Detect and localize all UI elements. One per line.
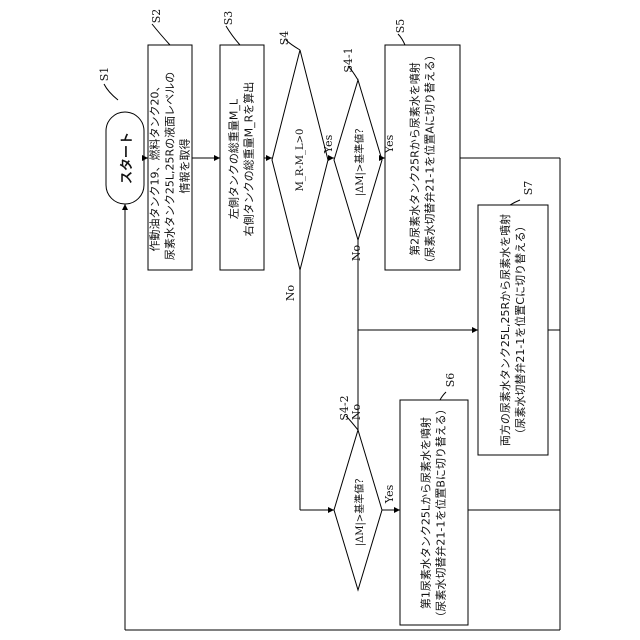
s4-1-condition: |ΔM|>基準値？ [350,120,366,200]
s4-1-no-label: No [349,238,363,268]
s3-line-1: 左側タンクの総重量M_L [227,99,242,219]
s6-line-2: （尿素水切替弁21-1を位置Bに切り替える） [434,403,449,622]
s4-2-no-label: No [349,397,363,427]
s4-condition: M_R-M_L>0 [292,120,308,200]
step-label-s3: S3 [220,0,236,38]
step-label-s4-1: S4-1 [340,40,356,80]
s2-line-1: 作動油タンク19、燃料タンク20、 [147,81,162,252]
step-label-s7: S7 [520,168,536,208]
s6-line-1: 第1尿素水タンク25Lから尿素水を噴射 [419,417,434,609]
s5-text: 第2尿素水タンク25Rから尿素水を噴射 （尿素水切替弁21-1を位置Aに切り替え… [406,47,440,272]
s2-text: 作動油タンク19、燃料タンク20、 尿素水タンク25L,25Rの液面レベルの 情… [146,54,194,279]
s7-line-2: （尿素水切替弁21-1を位置Cに切り替える） [513,220,528,439]
s4-1-yes-label: Yes [382,129,396,159]
step-label-s1: S1 [96,54,112,94]
s7-line-1: 両方の尿素水タンク25L,25Rから尿素水を噴射 [498,214,513,446]
start-text: スタート [115,112,135,204]
s4-2-yes-label: Yes [382,479,396,509]
step-label-s6: S6 [442,360,458,400]
s2-line-2: 尿素水タンク25L,25Rの液面レベルの [162,72,177,260]
step-label-s5: S5 [392,6,408,46]
s5-line-2: （尿素水切替弁21-1を位置Aに切り替える） [423,49,438,268]
s4-2-condition: |ΔM|>基準値？ [350,470,366,550]
s5-line-1: 第2尿素水タンク25Rから尿素水を噴射 [408,62,423,256]
s4-no-label: No [283,278,297,308]
step-label-s4: S4 [276,18,292,58]
s3-line-2: 右側タンクの総重量M_Rを算出 [242,82,257,237]
s4-yes-label: Yes [321,129,335,159]
s6-text: 第1尿素水タンク25Lから尿素水を噴射 （尿素水切替弁21-1を位置Bに切り替え… [417,401,451,626]
s2-line-3: 情報を取得 [177,139,192,194]
s7-text: 両方の尿素水タンク25L,25Rから尿素水を噴射 （尿素水切替弁21-1を位置C… [496,205,530,455]
step-label-s2: S2 [148,0,164,36]
s3-text: 左側タンクの総重量M_L 右側タンクの総重量M_Rを算出 [225,47,259,272]
